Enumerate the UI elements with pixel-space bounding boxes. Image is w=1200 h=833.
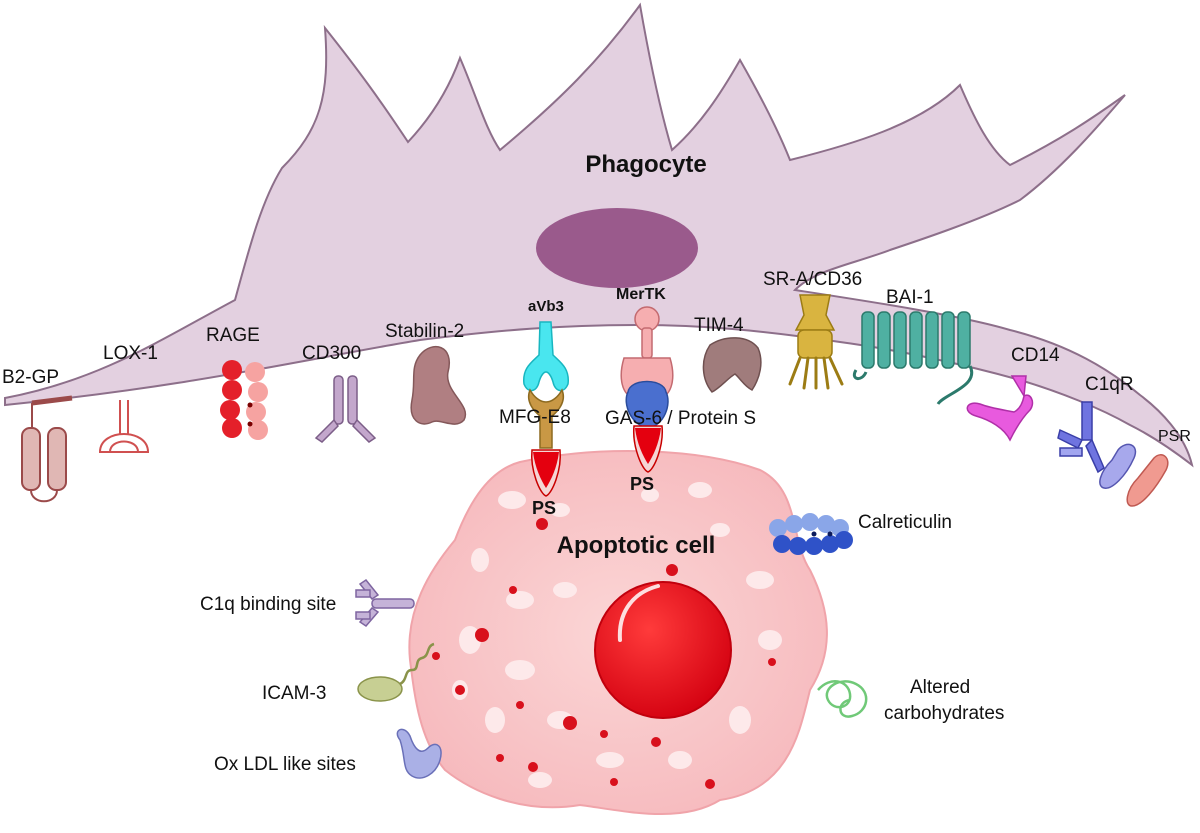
stabilin2-label: Stabilin-2 — [385, 321, 464, 342]
apoptotic-bodies — [432, 518, 776, 789]
cd300-label: CD300 — [302, 343, 361, 364]
oxldl-marker — [396, 728, 442, 779]
gas6-bridge — [625, 380, 669, 429]
mfge8-bridge — [528, 388, 564, 449]
icam3-marker — [357, 642, 435, 702]
apoptotic-nucleus — [594, 581, 732, 719]
calreticulin-label: Calreticulin — [858, 512, 952, 533]
mfge8-label: MFG-E8 — [499, 407, 571, 428]
sra-cd36-label: SR-A/CD36 — [763, 269, 862, 290]
stabilin2-receptor — [410, 345, 467, 425]
rage-receptor — [220, 360, 268, 440]
sra-cd36-receptor — [788, 294, 844, 390]
c1qr-label: C1qR — [1085, 374, 1134, 395]
ps-label-left: PS — [532, 498, 556, 518]
altered-carbohydrates-marker — [817, 680, 868, 718]
lox1-receptor — [98, 400, 150, 453]
calreticulin-marker — [769, 513, 853, 555]
phagocyte-nucleus — [536, 208, 698, 288]
c1q-binding-site-label: C1q binding site — [200, 594, 336, 615]
phagocyte-cell — [4, 2, 1194, 468]
tim4-label: TIM-4 — [694, 315, 744, 336]
altered-carbohydrates-label-2: carbohydrates — [884, 703, 1004, 724]
psr-receptor — [1099, 443, 1169, 507]
ps-ligand-right — [633, 425, 663, 473]
apoptotic-cell — [408, 450, 828, 815]
psr-label: PSR — [1158, 428, 1191, 445]
apoptotic-cell-label: Apoptotic cell — [557, 532, 716, 559]
ps-label-right: PS — [630, 474, 654, 494]
altered-carbohydrates-label-1: Altered — [910, 677, 970, 698]
ps-ligand-left — [531, 449, 561, 497]
cd300-receptor — [314, 375, 377, 443]
avb3-receptor — [523, 321, 569, 392]
lox1-label: LOX-1 — [103, 343, 158, 364]
mertk-label: MerTK — [616, 286, 666, 303]
nucleus-highlight — [617, 584, 660, 642]
oxldl-label: Ox LDL like sites — [214, 754, 356, 775]
cd14-receptor — [966, 375, 1034, 442]
c1qr-receptor — [1057, 401, 1105, 474]
bai1-receptor — [852, 311, 974, 405]
icam3-label: ICAM-3 — [262, 683, 326, 704]
avb3-label: aVb3 — [528, 298, 564, 315]
gas6-label: GAS-6 / Protein S — [605, 408, 756, 429]
c1q-binding-site-marker — [355, 578, 415, 627]
cd14-label: CD14 — [1011, 345, 1060, 366]
phagocyte-label: Phagocyte — [585, 151, 706, 178]
bai1-label: BAI-1 — [886, 287, 934, 308]
b2gp-receptor — [21, 395, 73, 503]
b2gp-label: B2-GP — [2, 367, 59, 388]
rage-label: RAGE — [206, 325, 260, 346]
tim4-receptor — [702, 337, 762, 393]
